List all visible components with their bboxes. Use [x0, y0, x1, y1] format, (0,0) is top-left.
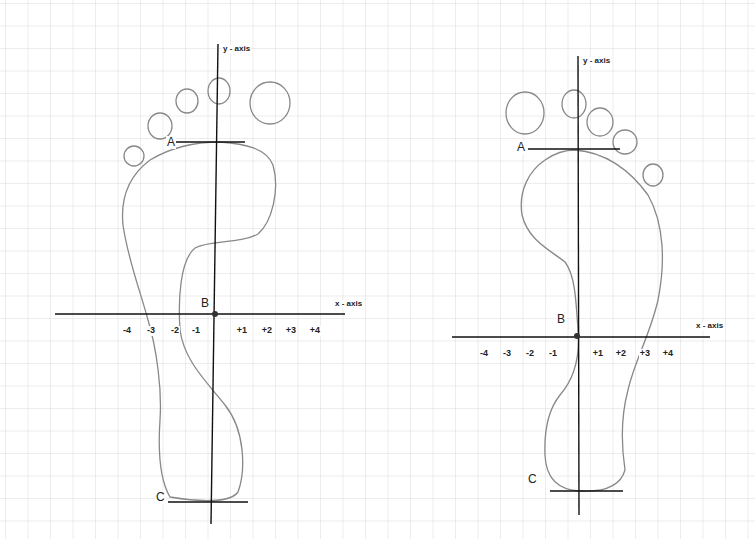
origin-dot: [574, 333, 580, 339]
axis-name: y - axis: [222, 45, 251, 54]
axis-name: x - axis: [334, 300, 363, 309]
tick-label: -4: [122, 326, 132, 336]
tick-label: +2: [615, 349, 627, 359]
left-foot: [122, 78, 290, 501]
origin-dot: [212, 311, 218, 317]
tick-label: +2: [261, 326, 273, 336]
point-label: C: [527, 473, 538, 486]
tick-label: -1: [191, 326, 201, 336]
tick-label: +3: [639, 349, 651, 359]
axis-name: y - axis: [582, 57, 611, 66]
point-label: B: [556, 313, 566, 326]
axis-name: x - axis: [695, 322, 724, 331]
tick-label: -2: [525, 349, 535, 359]
tick-label: -4: [479, 349, 489, 359]
left-axes: [55, 44, 345, 524]
tick-label: +4: [309, 326, 321, 336]
point-label: B: [200, 297, 210, 310]
point-label: A: [516, 141, 526, 154]
tick-label: -1: [548, 349, 558, 359]
tick-label: -3: [146, 326, 156, 336]
point-label: A: [166, 136, 176, 149]
right-axes: [452, 56, 710, 515]
tick-label: +3: [285, 326, 297, 336]
right-foot: [506, 90, 663, 491]
tick-label: +1: [592, 349, 604, 359]
tick-label: -3: [502, 349, 512, 359]
tick-label: +4: [662, 349, 674, 359]
point-label: C: [155, 491, 166, 504]
tick-label: -2: [170, 326, 180, 336]
tick-label: +1: [236, 326, 248, 336]
